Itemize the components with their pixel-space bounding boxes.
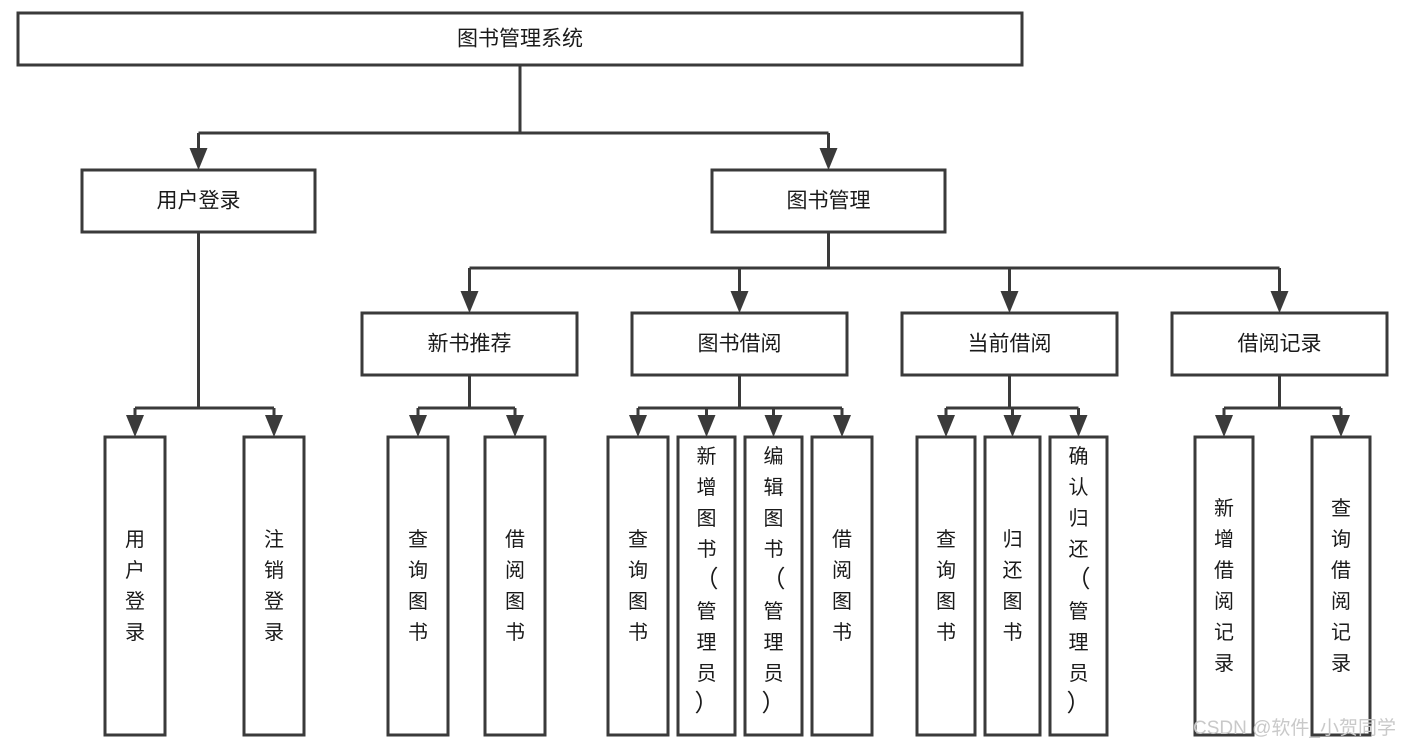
node-leaf-brw-query-book-box[interactable]	[606, 435, 670, 737]
node-book-management[interactable]: 图书管理	[710, 168, 947, 234]
arrow-head-icon-leaf-rec-borrow-book	[506, 415, 524, 437]
node-new-book-recommend[interactable]: 新书推荐	[360, 311, 579, 377]
node-leaf-rec-query-book-box[interactable]	[386, 435, 450, 737]
node-leaf-cur-return-book-label: 归还图书	[1003, 528, 1023, 644]
node-book-borrow[interactable]: 图书借阅	[630, 311, 849, 377]
arrow-head-icon-current-borrow	[1000, 291, 1019, 313]
node-root-box[interactable]	[16, 11, 1024, 67]
node-leaf-user-logout-label: 注销登录	[264, 528, 284, 644]
arrow-head-icon-leaf-cur-query-book	[937, 415, 955, 437]
node-leaf-rec-borrow-book-box[interactable]	[483, 435, 547, 737]
arrow-head-icon-borrow-record	[1270, 291, 1289, 313]
node-leaf-brw-query-book[interactable]: 查询图书	[606, 435, 670, 737]
node-root[interactable]: 图书管理系统	[16, 11, 1024, 67]
arrow-head-icon-new-book-recommend	[460, 291, 479, 313]
node-leaf-user-login-box[interactable]	[103, 435, 167, 737]
node-leaf-rec-add-record-label: 新增借阅记录	[1214, 497, 1234, 675]
arrow-head-icon-leaf-brw-query-book	[629, 415, 647, 437]
node-leaf-brw-borrow-book-label: 借阅图书	[832, 528, 852, 644]
node-leaf-rec-borrow-book-label: 借阅图书	[505, 528, 525, 644]
node-new-book-recommend-box[interactable]	[360, 311, 579, 377]
arrow-head-icon-leaf-brw-edit-book	[764, 415, 783, 437]
node-leaf-cur-query-book-label: 查询图书	[936, 528, 956, 644]
node-leaf-cur-query-book-box[interactable]	[915, 435, 977, 737]
node-leaf-rec-add-record-box[interactable]	[1193, 435, 1255, 737]
node-leaf-brw-add-book-label: 新增图书（管理员）	[695, 445, 719, 717]
node-leaf-rec-query-record-label: 查询借阅记录	[1331, 497, 1351, 675]
node-leaf-rec-add-record[interactable]: 新增借阅记录	[1193, 435, 1255, 737]
arrow-head-icon-book-management	[819, 148, 838, 170]
node-leaf-cur-return-book[interactable]: 归还图书	[983, 435, 1042, 737]
node-leaf-user-logout[interactable]: 注销登录	[242, 435, 306, 737]
arrow-head-icon-leaf-rec-add-record	[1215, 415, 1233, 437]
node-borrow-record-label: 借阅记录	[1238, 333, 1322, 356]
arrow-head-icon-leaf-rec-query-record	[1332, 415, 1350, 437]
arrow-head-icon-leaf-cur-return-book	[1003, 415, 1022, 437]
arrow-head-icon-user-login	[189, 148, 208, 170]
arrow-head-icon-leaf-rec-query-book	[409, 415, 427, 437]
arrow-head-icon-leaf-cur-confirm-ret	[1069, 415, 1088, 437]
node-user-login-box[interactable]	[80, 168, 317, 234]
node-user-login-label: 用户登录	[157, 190, 241, 213]
arrow-head-icon-leaf-user-login	[126, 415, 144, 437]
node-leaf-user-login-label: 用户登录	[125, 529, 145, 644]
node-leaf-brw-borrow-book[interactable]: 借阅图书	[810, 435, 874, 737]
node-leaf-brw-add-book[interactable]: 新增图书（管理员）	[676, 435, 737, 737]
node-leaf-brw-borrow-book-box[interactable]	[810, 435, 874, 737]
node-leaf-brw-edit-book[interactable]: 编辑图书（管理员）	[743, 435, 804, 737]
node-book-borrow-label: 图书借阅	[698, 333, 782, 356]
node-leaf-rec-query-book[interactable]: 查询图书	[386, 435, 450, 737]
node-leaf-rec-query-record[interactable]: 查询借阅记录	[1310, 435, 1372, 737]
node-leaf-cur-confirm-ret[interactable]: 确认归还（管理员）	[1048, 435, 1109, 737]
node-leaf-brw-edit-book-label: 编辑图书（管理员）	[762, 445, 786, 717]
arrow-head-icon-leaf-brw-add-book	[697, 415, 716, 437]
node-borrow-record[interactable]: 借阅记录	[1170, 311, 1389, 377]
node-current-borrow-box[interactable]	[900, 311, 1119, 377]
node-book-borrow-box[interactable]	[630, 311, 849, 377]
arrow-head-icon-book-borrow	[730, 291, 749, 313]
node-book-management-box[interactable]	[710, 168, 947, 234]
node-current-borrow[interactable]: 当前借阅	[900, 311, 1119, 377]
node-borrow-record-box[interactable]	[1170, 311, 1389, 377]
node-leaf-rec-query-record-box[interactable]	[1310, 435, 1372, 737]
arrow-head-icon-leaf-user-logout	[265, 415, 283, 437]
node-leaf-user-login[interactable]: 用户登录	[103, 435, 167, 737]
node-current-borrow-label: 当前借阅	[968, 333, 1052, 356]
node-leaf-cur-return-book-box[interactable]	[983, 435, 1042, 737]
node-new-book-recommend-label: 新书推荐	[428, 333, 512, 356]
node-leaf-rec-query-book-label: 查询图书	[408, 528, 428, 644]
node-leaf-cur-confirm-ret-label: 确认归还（管理员）	[1067, 445, 1091, 717]
node-leaf-rec-borrow-book[interactable]: 借阅图书	[483, 435, 547, 737]
node-leaf-cur-confirm-ret-box[interactable]	[1048, 435, 1109, 737]
node-leaf-brw-edit-book-box[interactable]	[743, 435, 804, 737]
node-leaf-user-logout-box[interactable]	[242, 435, 306, 737]
node-user-login[interactable]: 用户登录	[80, 168, 317, 234]
node-leaf-cur-query-book[interactable]: 查询图书	[915, 435, 977, 737]
node-leaf-brw-query-book-label: 查询图书	[628, 528, 648, 644]
node-book-management-label: 图书管理	[787, 190, 871, 213]
arrow-head-icon-leaf-brw-borrow-book	[833, 415, 851, 437]
watermark-label: CSDN @软件_小贺同学	[1193, 717, 1396, 739]
node-root-label: 图书管理系统	[457, 28, 583, 51]
node-leaf-brw-add-book-box[interactable]	[676, 435, 737, 737]
